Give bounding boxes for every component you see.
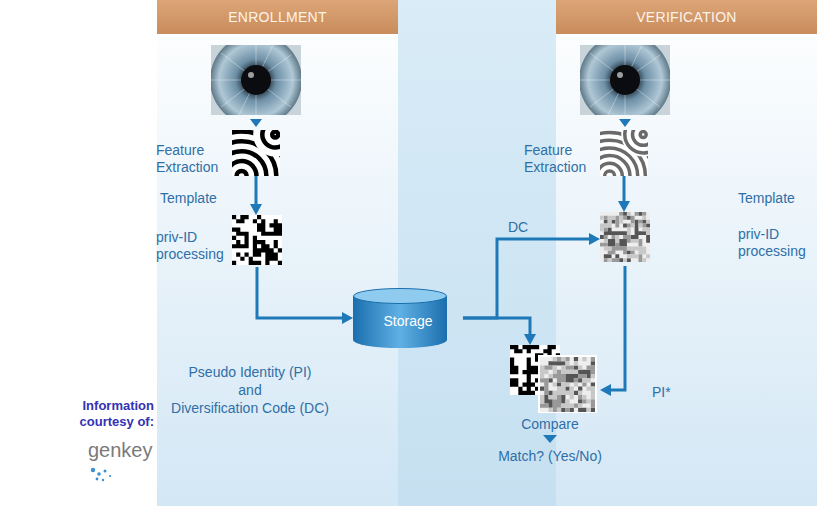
diagram-label: Pseudo Identity (PI) <box>150 364 350 381</box>
code-cells <box>600 212 650 262</box>
arrow-head <box>524 334 536 345</box>
fingerprint-ground <box>621 130 648 157</box>
feature-image: Feature Extraction <box>232 130 280 176</box>
template-image: priv-ID processing <box>600 212 650 266</box>
fingerprint-ridge <box>600 130 648 176</box>
code-ground <box>600 212 650 262</box>
arrow-head <box>600 384 611 396</box>
code-cells <box>600 212 650 262</box>
diagram-label: Diversification Code (DC) <box>150 400 350 417</box>
connector <box>257 267 353 324</box>
fingerprint-ridge <box>605 171 615 176</box>
code-image <box>540 357 595 412</box>
fingerprint-ridge <box>600 156 630 176</box>
template-art <box>232 215 282 267</box>
code-cells <box>540 357 595 412</box>
connector-line <box>255 176 258 206</box>
storage-cylinder: Storage <box>353 288 463 348</box>
verification-panel <box>556 0 817 506</box>
fingerprint-ground <box>253 130 280 157</box>
feature-art <box>232 130 280 176</box>
arrow-head <box>342 312 353 324</box>
template-art <box>600 212 650 266</box>
compare-group: Compare <box>500 345 600 435</box>
arrow-head <box>543 435 557 443</box>
fingerprint-ridge <box>640 132 646 138</box>
arrow-head <box>250 204 262 215</box>
code-cells <box>232 215 282 265</box>
node-label: Compare <box>500 416 600 433</box>
code-cells <box>540 357 595 412</box>
arrow-head <box>619 119 631 127</box>
fingerprint-ridge <box>625 130 648 153</box>
connector-line <box>257 267 344 318</box>
arrow-head <box>589 233 600 245</box>
connector-line <box>463 239 591 318</box>
fingerprint-ridge <box>232 151 266 176</box>
diagram-label: Match? (Yes/No) <box>470 448 630 465</box>
iris-image <box>579 34 671 126</box>
node-label: Feature Extraction <box>524 142 596 176</box>
connector <box>250 176 262 215</box>
phase-title: ENROLLMENT <box>157 0 398 34</box>
fingerprint-ridge <box>237 171 247 176</box>
connector <box>463 318 536 345</box>
enrollment-panel <box>157 0 398 506</box>
credit-note: Information courtesy of: <box>64 398 154 430</box>
diagram-label: PI* <box>652 384 671 401</box>
phase-title: VERIFICATION <box>556 0 817 34</box>
node-label: priv-ID processing <box>738 226 810 260</box>
storage-label: Storage <box>353 313 463 330</box>
edge-label: Template <box>160 190 217 207</box>
code-image <box>600 212 650 262</box>
edge-label: DC <box>508 219 528 236</box>
code-ground <box>540 357 595 412</box>
node-label: Feature Extraction <box>156 142 228 176</box>
code-ground <box>232 215 282 265</box>
fingerprint-image <box>232 130 280 176</box>
fingerprint-image <box>600 130 648 176</box>
fingerprint-ridge <box>232 130 280 176</box>
arrow-head <box>618 201 630 212</box>
connector <box>618 176 630 212</box>
feature-image: Feature Extraction <box>600 130 648 176</box>
compare-art <box>500 345 600 413</box>
feature-art <box>600 130 648 176</box>
fingerprint-ridge <box>232 161 257 176</box>
fingerprint-ridge <box>262 130 280 148</box>
node-label: priv-ID processing <box>156 229 228 263</box>
image-frame <box>538 355 597 413</box>
phase-header: VERIFICATION <box>556 0 817 34</box>
fingerprint-ridge <box>633 130 649 145</box>
fingerprint-ridge <box>600 130 648 176</box>
logo-dots <box>91 468 111 481</box>
code-cells <box>540 357 595 412</box>
connector <box>463 233 600 318</box>
iris-image <box>210 34 302 126</box>
fingerprint-ridge <box>272 132 278 138</box>
logo-text: genkey <box>88 438 153 462</box>
fingerprint-ridge <box>232 130 280 176</box>
connector-line <box>623 176 626 203</box>
phase-header: ENROLLMENT <box>157 0 398 34</box>
connector-line <box>609 266 625 390</box>
cylinder-top <box>354 289 447 304</box>
fingerprint-ridge <box>600 130 648 176</box>
template-image: priv-ID processing <box>232 215 282 267</box>
connector-line <box>463 318 530 336</box>
diagram-label: and <box>150 382 350 399</box>
arrow-head <box>250 119 262 127</box>
edge-label: Template <box>738 190 795 207</box>
fingerprint-ridge <box>600 163 622 176</box>
code-image <box>232 215 282 265</box>
connector <box>600 266 625 396</box>
